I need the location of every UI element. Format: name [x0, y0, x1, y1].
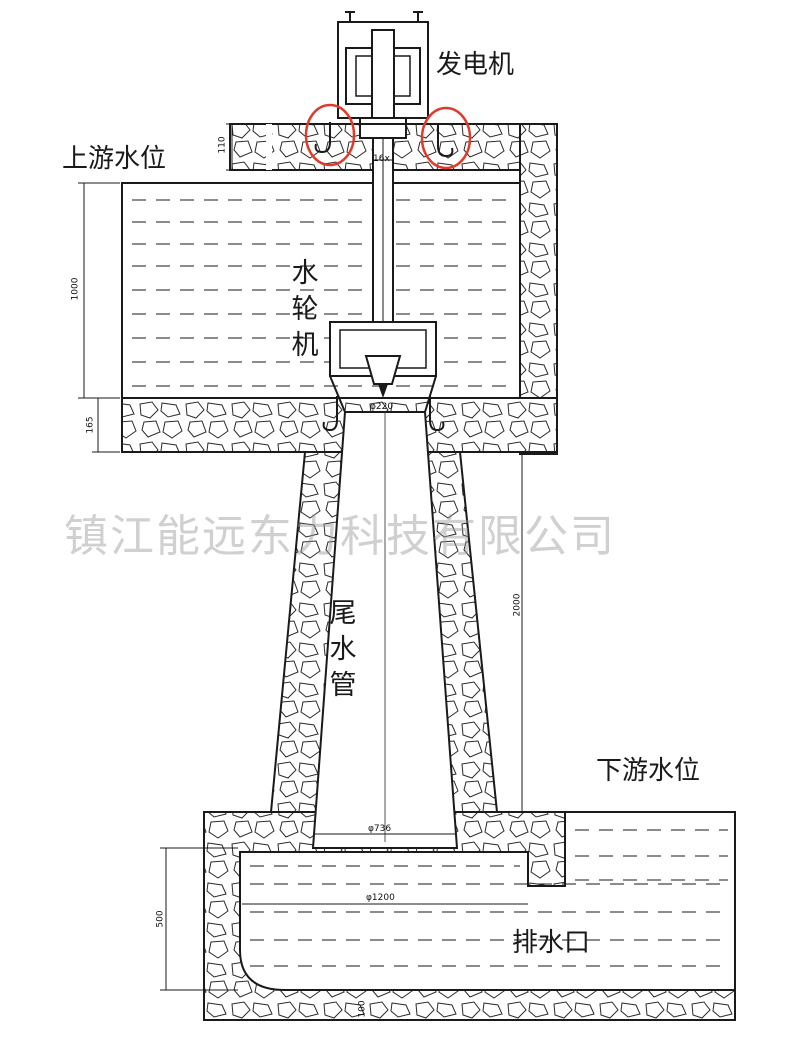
dim-165: 165	[85, 416, 96, 434]
turbine-label: 水轮机	[291, 258, 319, 361]
downstream-water	[239, 811, 736, 991]
dim-500: 500	[155, 910, 166, 928]
dim-1000: 1000	[70, 277, 81, 301]
draft-tube-label: 尾水管	[329, 598, 357, 701]
turbine-shaft	[359, 123, 407, 339]
downstream-level-label: 下游水位	[596, 756, 701, 786]
dim-16x: 16x	[373, 154, 390, 164]
dim-1200: φ1200	[366, 893, 395, 903]
outlet-label: 排水口	[512, 928, 591, 958]
dim-220: φ220	[370, 402, 394, 412]
anchor-hooks	[314, 122, 454, 432]
company-watermark: 镇江能远东力科技有限公司	[64, 511, 616, 562]
upstream-water	[121, 182, 521, 399]
upstream-level-label: 上游水位	[62, 144, 167, 174]
turbine-runner	[329, 321, 437, 413]
dim-2000: 2000	[512, 593, 523, 617]
dimension-lines	[78, 123, 528, 991]
generator-label: 发电机	[436, 50, 515, 80]
highlight-circles	[304, 103, 472, 170]
dim-100: 100	[357, 1000, 368, 1018]
dim-736: φ736	[368, 824, 392, 834]
generator	[337, 11, 429, 129]
dim-110: 110	[217, 136, 228, 154]
